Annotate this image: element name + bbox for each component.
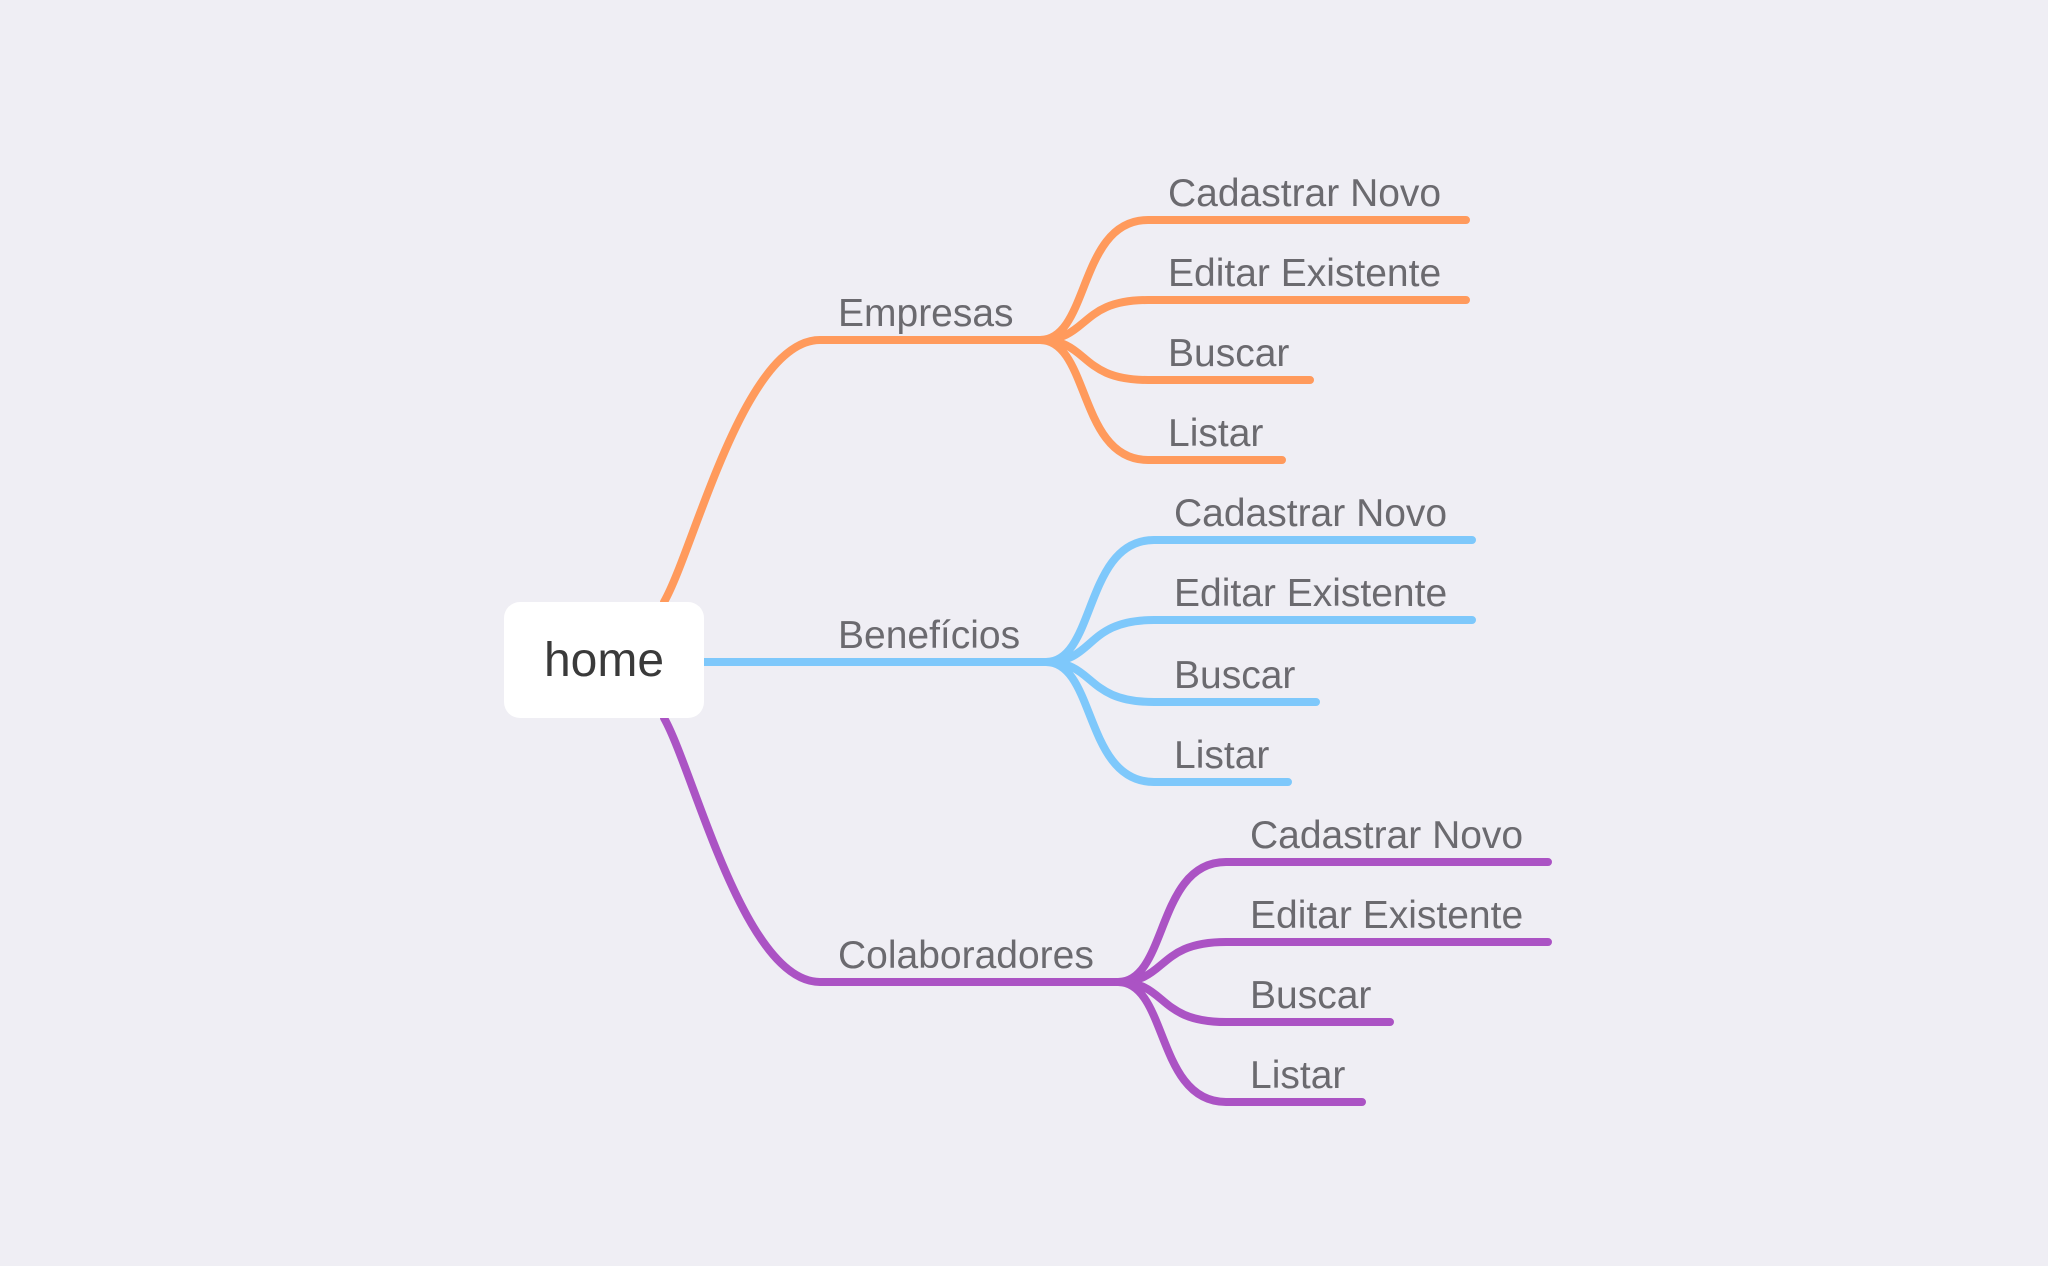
branch-label-empresas[interactable]: Empresas <box>838 292 1014 335</box>
leaf-label-empresas-editar[interactable]: Editar Existente <box>1168 252 1442 295</box>
leaf-label-empresas-cadastrar[interactable]: Cadastrar Novo <box>1168 172 1442 215</box>
leaf-label-colaboradores-buscar[interactable]: Buscar <box>1250 974 1372 1017</box>
leaf-label-beneficios-editar[interactable]: Editar Existente <box>1174 572 1448 615</box>
connector-empresas-listar <box>1036 336 1286 464</box>
connector-beneficios-listar <box>1042 658 1292 786</box>
leaf-label-beneficios-buscar[interactable]: Buscar <box>1174 654 1296 697</box>
leaf-label-empresas-buscar[interactable]: Buscar <box>1168 332 1290 375</box>
leaf-label-beneficios-cadastrar[interactable]: Cadastrar Novo <box>1174 492 1448 535</box>
leaf-label-beneficios-listar[interactable]: Listar <box>1174 734 1270 777</box>
leaf-label-colaboradores-editar[interactable]: Editar Existente <box>1250 894 1524 937</box>
connector-colaboradores-listar <box>1114 978 1366 1106</box>
leaf-label-colaboradores-cadastrar[interactable]: Cadastrar Novo <box>1250 814 1524 857</box>
connector-root-colaboradores <box>660 714 1122 986</box>
leaf-label-empresas-listar[interactable]: Listar <box>1168 412 1264 455</box>
connector-root-empresas <box>660 336 1044 606</box>
leaf-label-colaboradores-listar[interactable]: Listar <box>1250 1054 1346 1097</box>
branch-label-colaboradores[interactable]: Colaboradores <box>838 934 1094 977</box>
branch-label-beneficios[interactable]: Benefícios <box>838 614 1021 657</box>
root-node[interactable]: home <box>504 602 704 718</box>
